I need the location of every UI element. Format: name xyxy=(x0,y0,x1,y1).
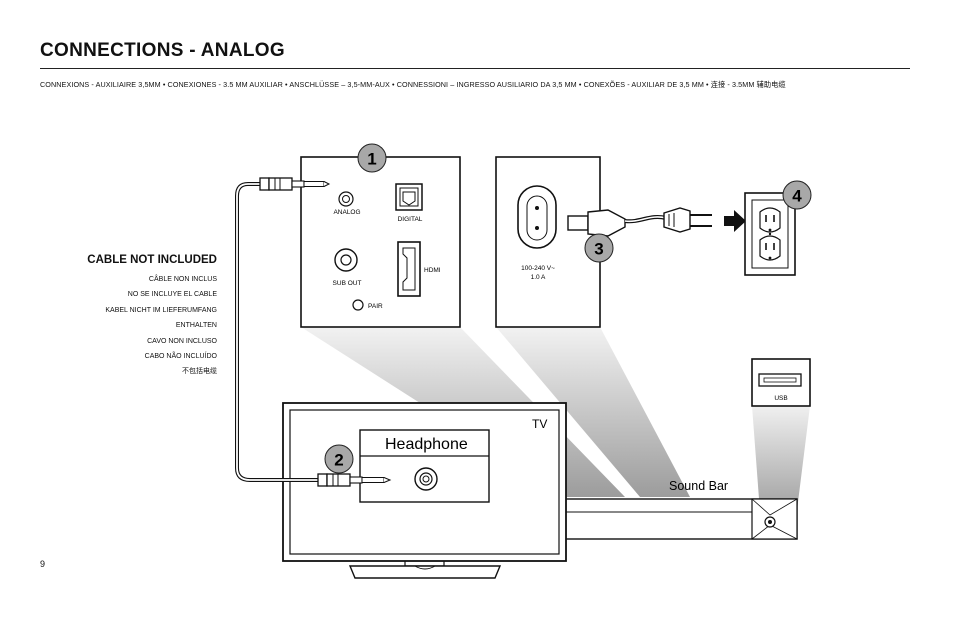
step-badge-3: 3 xyxy=(584,233,614,263)
cable-note-line: NO SE INCLUYE EL CABLE xyxy=(127,291,217,299)
step-badge-1: 1 xyxy=(357,143,387,173)
power-plug-icon xyxy=(567,207,712,237)
cable-note-line: 不包括电缆 xyxy=(182,368,217,376)
page-subtitle: CONNEXIONS - AUXILIAIRE 3,5MM • CONEXION… xyxy=(40,80,786,89)
step-number: 1 xyxy=(367,150,376,169)
power-panel: 100-240 V~ 1.0 A xyxy=(495,156,601,328)
sound-bar xyxy=(562,498,798,540)
page-title: CONNECTIONS - ANALOG xyxy=(40,40,285,61)
arrow-right-icon xyxy=(724,210,746,232)
usb-label: USB xyxy=(774,395,787,402)
step-badge-2: 2 xyxy=(324,444,354,474)
hdmi-port-icon xyxy=(397,241,421,297)
sub-out-port-icon xyxy=(334,248,358,272)
usb-panel: USB xyxy=(751,358,811,407)
headphone-jack-icon xyxy=(414,467,438,491)
analog-label: ANALOG xyxy=(333,209,360,216)
headphone-label: Headphone xyxy=(385,436,468,453)
sound-bar-label: Sound Bar xyxy=(669,479,728,493)
cable-note-line: CAVO NON INCLUSO xyxy=(147,337,217,345)
power-rating-line2: 1.0 A xyxy=(531,274,546,281)
digital-label: DIGITAL xyxy=(398,216,423,223)
cable-note-heading: CABLE NOT INCLUDED xyxy=(87,254,217,266)
power-rating-line1: 100-240 V~ xyxy=(521,265,555,272)
wall-outlet-icon xyxy=(744,192,796,276)
cable-note: CABLE NOT INCLUDED CÂBLE NON INCLUS NO S… xyxy=(60,254,217,380)
title-rule xyxy=(40,68,910,69)
step-number: 3 xyxy=(594,240,603,259)
cable-note-line: KABEL NICHT IM LIEFERUMFANG xyxy=(105,306,217,314)
aux-cable xyxy=(235,182,320,482)
page-number: 9 xyxy=(40,559,46,569)
cable-note-line: CABO NÃO INCLUÍDO xyxy=(144,353,217,361)
optical-port-icon xyxy=(395,183,423,211)
zoom-beam-power-panel xyxy=(496,327,690,497)
sub-out-label: SUB OUT xyxy=(333,280,362,287)
power-socket-icon xyxy=(517,185,557,249)
pair-label: PAIR xyxy=(368,303,383,310)
zoom-beam-usb-panel xyxy=(752,406,810,512)
cable-note-line: ENTHALTEN xyxy=(175,322,217,330)
analog-jack-icon xyxy=(338,191,354,207)
aux-cable-plug-icon xyxy=(259,177,331,191)
tv-label: TV xyxy=(532,417,547,431)
hdmi-label: HDMI xyxy=(424,267,441,274)
aux-cable-plug-icon xyxy=(317,473,392,487)
step-number: 4 xyxy=(792,187,802,206)
pair-button-icon xyxy=(352,299,364,311)
step-badge-4: 4 xyxy=(782,180,812,210)
step-number: 2 xyxy=(334,451,343,470)
headphone-port-panel xyxy=(359,429,490,503)
cable-note-line: CÂBLE NON INCLUS xyxy=(148,276,217,283)
